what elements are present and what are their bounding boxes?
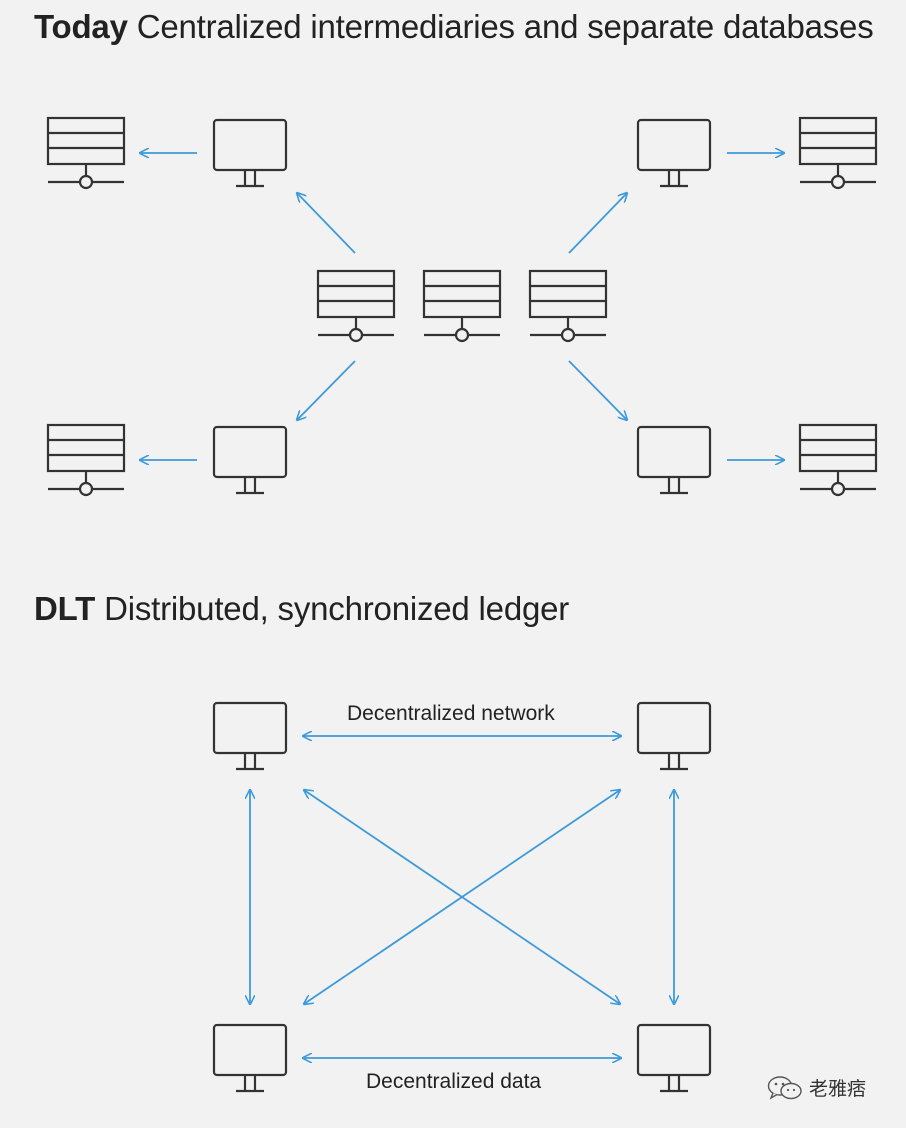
server-icon — [422, 269, 502, 343]
arrow-intermediary-to-monitor — [297, 193, 356, 254]
monitor-icon — [636, 1023, 712, 1093]
network-label: Decentralized network — [347, 702, 555, 725]
watermark-text: 老雅痞 — [809, 1078, 867, 1100]
wechat-icon — [767, 1075, 802, 1100]
arrow-intermediary-to-monitor — [297, 360, 356, 420]
today-heading: Today Centralized intermediaries and sep… — [34, 8, 874, 46]
arrow-intermediary-to-monitor — [568, 360, 627, 420]
server-icon — [798, 116, 878, 190]
server-icon — [798, 423, 878, 497]
monitor-icon — [212, 425, 288, 495]
monitor-icon — [636, 701, 712, 771]
server-icon — [316, 269, 396, 343]
arrow-peer-link — [304, 790, 620, 1004]
arrow-intermediary-to-monitor — [568, 193, 627, 254]
today-heading-text: Centralized intermediaries and separate … — [136, 8, 874, 45]
watermark: 老雅痞 — [767, 1074, 866, 1101]
data-label: Decentralized data — [366, 1070, 542, 1093]
monitor-icon — [212, 701, 288, 771]
server-icon — [528, 269, 608, 343]
today-heading-bold: Today — [34, 8, 128, 45]
monitor-icon — [212, 1023, 288, 1093]
monitor-icon — [636, 118, 712, 188]
monitor-icon — [636, 425, 712, 495]
monitor-icon — [212, 118, 288, 188]
dlt-heading: DLT Distributed, synchronized ledger — [34, 590, 569, 628]
dlt-heading-bold: DLT — [34, 590, 96, 627]
server-icon — [46, 423, 126, 497]
server-icon — [46, 116, 126, 190]
dlt-heading-text: Distributed, synchronized ledger — [104, 590, 570, 627]
